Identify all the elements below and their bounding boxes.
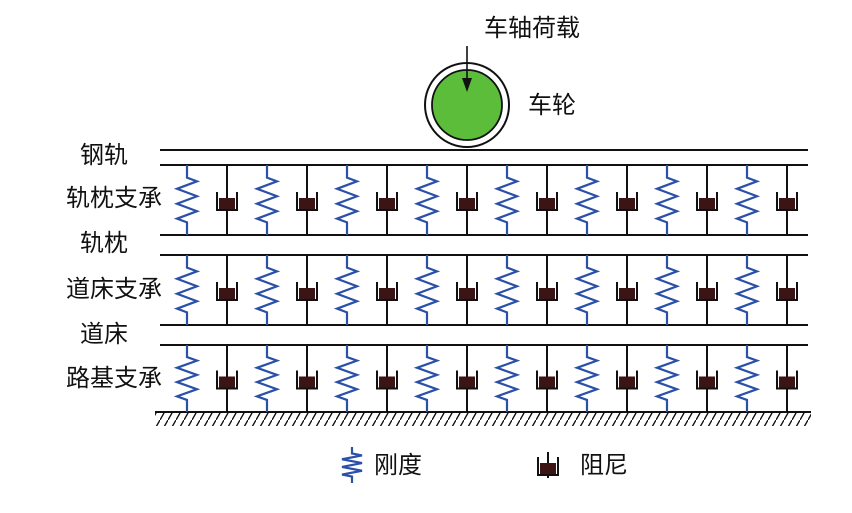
rail-sleeper-spring [173, 165, 201, 235]
subgrade-spring [173, 345, 201, 412]
ballast-damper [776, 255, 798, 325]
rail-sleeper-damper [456, 165, 478, 235]
rail-sleeper-support-label: 轨枕支承 [66, 184, 162, 212]
subgrade-damper [216, 345, 238, 412]
ballast-damper [536, 255, 558, 325]
rail-sleeper-damper [296, 165, 318, 235]
ground [155, 411, 811, 426]
rail-label: 钢轨 [80, 141, 128, 169]
ballast-spring [493, 255, 521, 325]
subgrade-support-label: 路基支承 [66, 364, 162, 392]
ballast-spring [573, 255, 601, 325]
axle-load-arrow [462, 46, 472, 92]
subgrade-damper [456, 345, 478, 412]
subgrade-spring [253, 345, 281, 412]
ballast-damper [296, 255, 318, 325]
legend-icons [341, 447, 559, 483]
ballast-spring [413, 255, 441, 325]
subgrade-spring [333, 345, 361, 412]
subgrade-damper [616, 345, 638, 412]
ballast-damper [616, 255, 638, 325]
ground-hatching [155, 412, 811, 426]
sleeper-label: 轨枕 [80, 229, 128, 257]
rail-sleeper-spring [493, 165, 521, 235]
rail-sleeper-damper [536, 165, 558, 235]
rail-sleeper-spring [413, 165, 441, 235]
ballast-damper [216, 255, 238, 325]
subgrade-damper [776, 345, 798, 412]
ballast-spring [173, 255, 201, 325]
subgrade-damper [696, 345, 718, 412]
ballast-damper [696, 255, 718, 325]
legend-stiffness-label: 刚度 [374, 451, 422, 479]
subgrade-damper [296, 345, 318, 412]
support-elements [173, 165, 798, 412]
subgrade-damper [376, 345, 398, 412]
rail-sleeper-damper [376, 165, 398, 235]
ballast-spring [733, 255, 761, 325]
legend-damping-label: 阻尼 [580, 451, 628, 479]
ballast-support-label: 道床支承 [66, 275, 162, 303]
ballast-damper [456, 255, 478, 325]
ballast-label: 道床 [80, 320, 128, 348]
rail-sleeper-damper [216, 165, 238, 235]
axle-load-label: 车轴荷载 [484, 14, 580, 42]
rail-sleeper-spring [253, 165, 281, 235]
legend-spring-icon [341, 447, 363, 483]
rail-sleeper-spring [733, 165, 761, 235]
subgrade-spring [733, 345, 761, 412]
legend-damper-icon [537, 452, 559, 478]
subgrade-spring [413, 345, 441, 412]
ballast-spring [333, 255, 361, 325]
ballast-damper [376, 255, 398, 325]
rail-sleeper-damper [696, 165, 718, 235]
rail-sleeper-spring [333, 165, 361, 235]
subgrade-spring [573, 345, 601, 412]
ballast-spring [253, 255, 281, 325]
layer-lines [160, 149, 808, 346]
rail-sleeper-spring [573, 165, 601, 235]
ballast-spring [653, 255, 681, 325]
subgrade-spring [653, 345, 681, 412]
wheel-label: 车轮 [528, 91, 576, 119]
rail-sleeper-damper [616, 165, 638, 235]
rail-sleeper-damper [776, 165, 798, 235]
subgrade-damper [536, 345, 558, 412]
subgrade-spring [493, 345, 521, 412]
rail-sleeper-spring [653, 165, 681, 235]
